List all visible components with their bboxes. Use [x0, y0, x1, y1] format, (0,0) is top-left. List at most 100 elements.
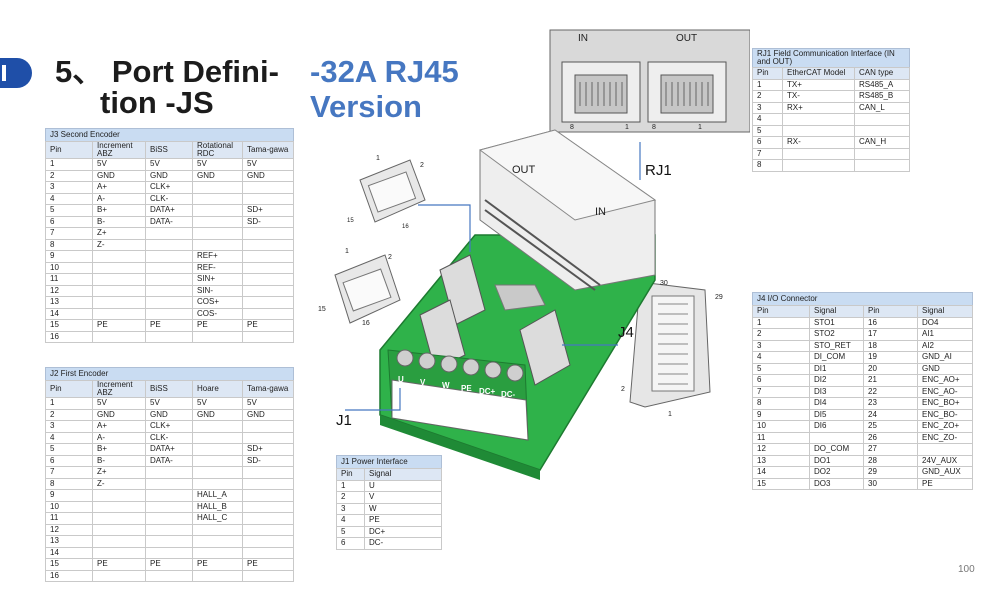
j3-table-cell: A-	[92, 192, 146, 205]
page-title-line2: tion -JS	[100, 85, 214, 120]
j2-header-abz: Increment ABZ	[92, 380, 146, 398]
j2-table-cell: 8	[45, 477, 93, 490]
j4-table-cell: 28	[863, 454, 918, 467]
pin-mark: 16	[362, 320, 370, 327]
j4-table-cell: 30	[863, 477, 918, 490]
j3-table-cell: PE	[92, 319, 146, 332]
j4-table-cell: DO1	[809, 454, 864, 467]
j4-table-cell: DI5	[809, 408, 864, 421]
j4-table-cell: PE	[917, 477, 973, 490]
pin-mark: 15	[318, 306, 326, 313]
j3-table-cell	[242, 238, 294, 251]
j2-table-cell: B-	[92, 454, 146, 467]
j4-table-cell: GND	[917, 362, 973, 375]
j2-table-cell	[145, 569, 193, 582]
j4-table-cell: DI2	[809, 374, 864, 387]
j2-table-cell	[192, 535, 243, 548]
j1-table-cell: 4	[336, 514, 365, 527]
pin-mark: 1	[625, 124, 629, 131]
terminal-label: DC-	[501, 390, 516, 399]
j2-table-cell: 1	[45, 397, 93, 410]
j4-table-cell: 15	[752, 477, 810, 490]
j3-table-cell: CLK+	[145, 181, 193, 194]
j2-table-row: 13	[45, 535, 294, 548]
j3-table-cell: 10	[45, 261, 93, 274]
j2-table-cell: SD-	[242, 454, 294, 467]
page-number: 100	[958, 564, 975, 575]
j3-table-cell: 2	[45, 169, 93, 182]
j3-table-cell: 7	[45, 227, 93, 240]
in-connector-label: IN	[578, 33, 588, 44]
j3-table-cell	[92, 296, 146, 309]
j3-table-cell	[192, 204, 243, 217]
j4-header-pin-a: Pin	[752, 305, 810, 318]
j1-label: J1	[336, 412, 352, 429]
j4-table-cell: 16	[863, 316, 918, 329]
j3-table-cell: 13	[45, 296, 93, 309]
j2-table-cell: GND	[92, 408, 146, 421]
j2-table-cell	[242, 569, 294, 582]
in-body-label: IN	[595, 206, 606, 218]
j3-table-cell	[145, 250, 193, 263]
j2-table-cell	[242, 420, 294, 433]
j2-table-cell: 6	[45, 454, 93, 467]
j3-table-cell	[145, 307, 193, 320]
rj1-header-pin: Pin	[752, 67, 783, 80]
j1-table-cell: 6	[336, 537, 365, 550]
j4-table-cell: DI1	[809, 362, 864, 375]
j4-table-cell: 3	[752, 339, 810, 352]
j3-table-cell: DATA-	[145, 215, 193, 228]
j4-io-connector-table: J4 I/O Connector Pin Signal Pin Signal 1…	[752, 292, 973, 490]
pin-mark: 29	[715, 294, 723, 301]
j2-table-cell	[92, 512, 146, 525]
j1-table-cell: DC+	[364, 525, 442, 538]
j2-table-cell: CLK-	[145, 431, 193, 444]
rj1-table-cell: RS485_A	[854, 78, 910, 91]
rj1-label: RJ1	[645, 162, 672, 179]
board-illustration	[334, 29, 750, 480]
pin-mark: 1	[698, 124, 702, 131]
j3-table-cell	[145, 238, 193, 251]
pin-mark: 1	[376, 155, 380, 162]
j3-table-cell	[242, 181, 294, 194]
j4-table-cell: 6	[752, 374, 810, 387]
terminal-label: U	[398, 375, 404, 384]
j3-table-cell	[92, 284, 146, 297]
j3-table-cell: 1	[45, 158, 93, 171]
j2-table-cell: 9	[45, 489, 93, 502]
j2-table-cell: 10	[45, 500, 93, 513]
rj1-table-cell: TX-	[782, 90, 855, 103]
j3-table-cell	[145, 273, 193, 286]
rj1-table-cell	[782, 147, 855, 160]
j3-header-rdc: Rotational RDC	[192, 141, 243, 159]
j2-table-cell	[145, 489, 193, 502]
j4-table-cell: 21	[863, 374, 918, 387]
j1-table-cell: 2	[336, 491, 365, 504]
rj1-header-can: CAN type	[854, 67, 910, 80]
j3-table-cell	[192, 215, 243, 228]
j3-table-cell	[145, 261, 193, 274]
j3-table-cell: COS-	[192, 307, 243, 320]
j3-table-cell	[242, 273, 294, 286]
j2-table-cell	[242, 466, 294, 479]
j2-table-cell: 2	[45, 408, 93, 421]
j3-table-cell	[192, 238, 243, 251]
j4-table-cell: DO3	[809, 477, 864, 490]
terminal-label: DC+	[479, 387, 496, 396]
j1-table-cell: W	[364, 502, 442, 515]
rj1-table-cell	[854, 113, 910, 126]
j4-table-cell	[809, 431, 864, 444]
